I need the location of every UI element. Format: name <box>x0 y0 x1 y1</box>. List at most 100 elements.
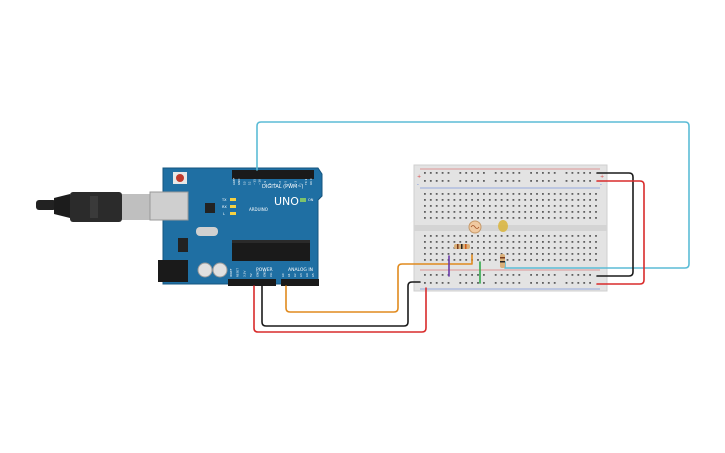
breadboard-hole <box>589 247 591 249</box>
breadboard-hole <box>589 193 591 195</box>
breadboard-hole <box>477 253 479 255</box>
breadboard-hole <box>488 211 491 213</box>
breadboard-hole <box>441 274 444 276</box>
wire-ground-rail-jumper <box>596 172 634 277</box>
photoresistor <box>468 220 482 234</box>
breadboard-hole <box>518 253 521 255</box>
breadboard-hole <box>453 211 456 213</box>
breadboard-hole <box>589 199 591 201</box>
breadboard-hole <box>559 217 562 219</box>
breadboard-hole <box>565 193 568 195</box>
breadboard-hole <box>577 180 580 182</box>
breadboard-hole <box>565 235 568 237</box>
breadboard-hole <box>506 241 509 243</box>
breadboard-hole <box>553 274 556 276</box>
breadboard-hole <box>477 205 479 207</box>
breadboard-hole <box>500 235 503 237</box>
breadboard-hole <box>424 274 426 276</box>
breadboard-hole <box>595 241 597 243</box>
breadboard-hole <box>583 247 586 249</box>
resistor-2 <box>500 254 505 268</box>
breadboard-hole <box>435 180 438 182</box>
breadboard-hole <box>542 199 544 201</box>
breadboard-hole <box>488 247 491 249</box>
breadboard-hole <box>447 282 450 284</box>
breadboard-hole <box>435 211 438 213</box>
breadboard: + - + - <box>413 164 608 292</box>
breadboard-hole <box>577 259 580 261</box>
pin-label: ~5 <box>283 181 287 185</box>
breadboard-hole <box>471 205 473 207</box>
breadboard-hole <box>447 180 450 182</box>
breadboard-hole <box>589 259 591 261</box>
breadboard-hole <box>429 247 432 249</box>
breadboard-hole <box>506 172 509 174</box>
breadboard-hole <box>435 199 438 201</box>
breadboard-hole <box>424 217 426 219</box>
breadboard-hole <box>424 193 426 195</box>
breadboard-hole <box>518 247 521 249</box>
breadboard-hole <box>477 235 479 237</box>
breadboard-hole <box>488 205 491 207</box>
wire-digital-signal <box>256 121 690 269</box>
breadboard-hole <box>530 241 532 243</box>
breadboard-hole <box>506 180 509 182</box>
breadboard-hole <box>553 259 556 261</box>
breadboard-hole <box>571 172 574 174</box>
breadboard-hole <box>559 247 562 249</box>
wire-power <box>253 285 427 333</box>
breadboard-hole <box>477 180 479 182</box>
breadboard-hole <box>518 172 521 174</box>
breadboard-hole <box>483 274 485 276</box>
breadboard-hole <box>530 199 532 201</box>
breadboard-hole <box>500 205 503 207</box>
breadboard-hole <box>477 172 479 174</box>
breadboard-hole <box>447 217 450 219</box>
breadboard-hole <box>565 247 568 249</box>
breadboard-hole <box>553 241 556 243</box>
pin-label: A2 <box>293 273 297 277</box>
breadboard-hole <box>500 241 503 243</box>
breadboard-hole <box>471 253 473 255</box>
breadboard-hole <box>542 235 544 237</box>
pin-label: RESET <box>236 268 240 277</box>
breadboard-hole <box>524 247 527 249</box>
breadboard-hole <box>506 199 509 201</box>
breadboard-hole <box>441 217 444 219</box>
breadboard-hole <box>500 217 503 219</box>
breadboard-hole <box>488 199 491 201</box>
breadboard-hole <box>483 180 485 182</box>
wire-ground <box>261 281 421 327</box>
pin-label: Vin <box>269 272 273 277</box>
breadboard-hole <box>441 241 444 243</box>
breadboard-hole <box>583 211 586 213</box>
pin-label: GND <box>237 179 241 185</box>
breadboard-hole <box>453 241 456 243</box>
breadboard-hole <box>589 282 591 284</box>
breadboard-hole <box>589 205 591 207</box>
pin-label: 2 <box>299 183 303 185</box>
wire-power-rail-jumper <box>596 180 645 285</box>
breadboard-hole <box>547 282 550 284</box>
breadboard-hole <box>488 253 491 255</box>
breadboard-hole <box>494 235 497 237</box>
breadboard-hole <box>530 211 532 213</box>
breadboard-hole <box>577 199 580 201</box>
breadboard-hole <box>583 172 586 174</box>
breadboard-hole <box>536 241 538 243</box>
breadboard-hole <box>488 217 491 219</box>
breadboard-hole <box>506 217 509 219</box>
brand-label: ARDUINO <box>249 207 268 212</box>
breadboard-hole <box>494 180 497 182</box>
breadboard-hole <box>465 274 468 276</box>
breadboard-hole <box>547 193 550 195</box>
breadboard-hole <box>447 205 450 207</box>
breadboard-hole <box>547 241 550 243</box>
breadboard-hole <box>435 274 438 276</box>
breadboard-hole <box>441 205 444 207</box>
breadboard-hole <box>542 241 544 243</box>
breadboard-hole <box>488 193 491 195</box>
breadboard-hole <box>577 241 580 243</box>
breadboard-hole <box>512 253 515 255</box>
breadboard-hole <box>518 235 521 237</box>
